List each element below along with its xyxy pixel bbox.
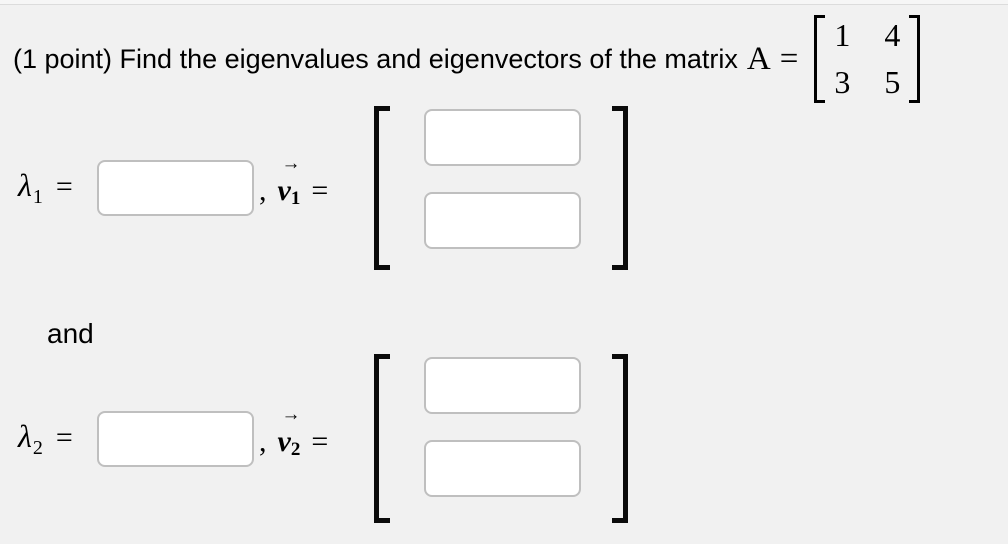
vector-symbol: → v2 xyxy=(277,403,301,460)
answer-row-2: λ2 = , → v2 = xyxy=(0,354,1008,523)
eigenvector1-components xyxy=(424,106,581,270)
answer-row-1: λ1 = , → v1 = xyxy=(0,106,1008,270)
comma: , xyxy=(259,173,267,207)
right-bracket xyxy=(612,106,628,270)
vector-glyph: v xyxy=(277,173,291,207)
connector-text: and xyxy=(47,318,94,349)
matrix-cell-r1c2: 4 xyxy=(884,17,901,53)
question-text: (1 point) Find the eigenvalues and eigen… xyxy=(13,43,738,74)
vector2-label: , → v2 = xyxy=(259,403,329,460)
lambda-symbol: λ2 xyxy=(18,417,43,459)
eigenvector1-component1-input[interactable] xyxy=(424,109,581,166)
problem-statement: (1 point) Find the eigenvalues and eigen… xyxy=(13,13,921,105)
vector-glyph: v xyxy=(277,424,291,458)
lambda-subscript: 2 xyxy=(32,436,43,459)
eigenvector2-components xyxy=(424,354,581,523)
eigenvector1-component2-input[interactable] xyxy=(424,192,581,249)
lambda-glyph: λ xyxy=(18,166,32,203)
lambda2-label: λ2 = xyxy=(18,417,73,459)
vector-subscript: 2 xyxy=(290,438,301,460)
vector-arrow-icon: → xyxy=(281,152,301,174)
right-bracket xyxy=(612,354,628,523)
lambda-subscript: 1 xyxy=(32,186,43,209)
eigenvector2-component2-input[interactable] xyxy=(424,440,581,497)
matrix-a: 1 4 3 5 xyxy=(814,15,921,103)
matrix-cell-r2c2: 5 xyxy=(884,64,901,100)
eigenvector1-matrix xyxy=(374,106,628,270)
lambda1-label: λ1 = xyxy=(18,167,73,209)
vector-symbol: → v1 xyxy=(277,153,301,210)
lambda-symbol: λ1 xyxy=(18,167,43,209)
lambda2-input[interactable] xyxy=(97,410,254,467)
matrix-cell-r2c1: 3 xyxy=(834,64,851,100)
right-bracket xyxy=(909,15,921,103)
equals-sign: = xyxy=(311,173,329,207)
matrix-cell-r1c1: 1 xyxy=(834,17,851,53)
lambda1-input[interactable] xyxy=(97,160,254,216)
equals-sign: = xyxy=(779,40,799,77)
top-divider xyxy=(0,0,1008,5)
left-bracket xyxy=(814,15,826,103)
equals-sign: = xyxy=(55,169,73,203)
eigenvector2-matrix xyxy=(374,354,628,523)
vector-arrow-icon: → xyxy=(281,403,301,425)
lambda-glyph: λ xyxy=(18,417,32,454)
vector-subscript: 1 xyxy=(290,188,301,210)
equals-sign: = xyxy=(55,420,73,454)
equals-sign: = xyxy=(311,424,329,458)
matrix-values: 1 4 3 5 xyxy=(825,15,909,103)
comma: , xyxy=(259,424,267,458)
matrix-symbol: A xyxy=(746,40,771,77)
left-bracket xyxy=(374,354,390,523)
vector1-label: , → v1 = xyxy=(259,153,329,210)
left-bracket xyxy=(374,106,390,270)
eigenvector2-component1-input[interactable] xyxy=(424,357,581,414)
